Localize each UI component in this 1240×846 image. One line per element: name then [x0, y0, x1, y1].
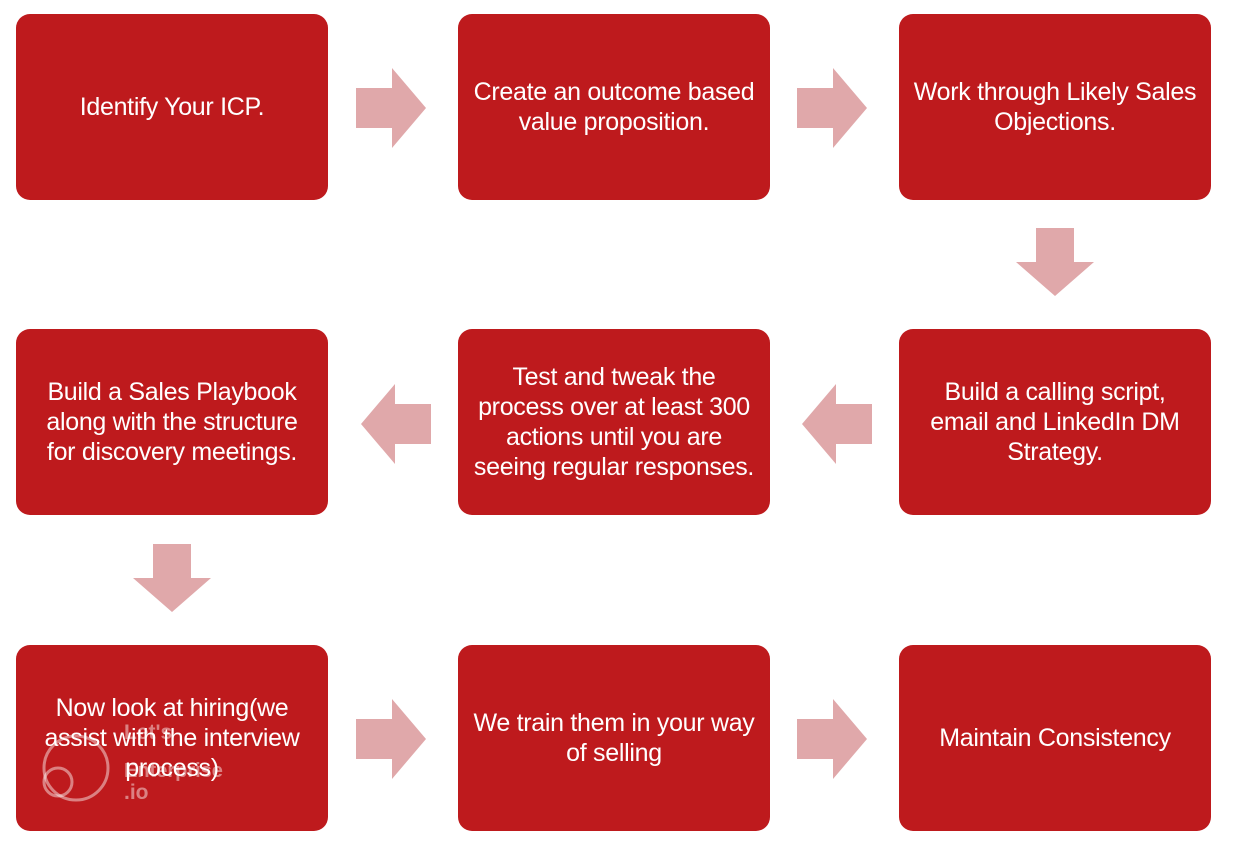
step-box-7: Now look at hiring(we assist with the in… [16, 645, 328, 831]
step-text-7: Now look at hiring(we assist with the in… [44, 694, 300, 782]
arrow-right-icon [797, 68, 867, 148]
step-text-9: Maintain Consistency [939, 724, 1171, 752]
step-text-5: Test and tweak the process over at least… [473, 363, 755, 481]
step-text-6: Build a Sales Playbook along with the st… [46, 378, 298, 466]
step-text-3: Work through Likely Sales Objections. [913, 78, 1197, 136]
arrow-down-icon [1016, 228, 1094, 296]
watermark-logo: Let's Enterprise .io [40, 722, 240, 808]
step-box-8: We train them in your way of selling [458, 645, 770, 831]
circle-logo-icon [42, 734, 110, 802]
step-text-1: Identify Your ICP. [79, 93, 265, 121]
step-box-4: Build a calling script, email and Linked… [899, 329, 1211, 515]
step-box-1: Identify Your ICP. [16, 14, 328, 200]
arrow-left-icon [802, 384, 872, 464]
step-box-6: Build a Sales Playbook along with the st… [16, 329, 328, 515]
arrow-right-icon [797, 699, 867, 779]
step-box-2: Create an outcome based value propositio… [458, 14, 770, 200]
watermark-line-1: Let's [124, 721, 173, 744]
step-text-2: Create an outcome based value propositio… [473, 78, 755, 136]
arrow-right-icon [356, 699, 426, 779]
step-text-8: We train them in your way of selling [473, 709, 755, 767]
step-box-9: Maintain Consistency [899, 645, 1211, 831]
arrow-right-icon [356, 68, 426, 148]
step-box-5: Test and tweak the process over at least… [458, 329, 770, 515]
step-box-3: Work through Likely Sales Objections. [899, 14, 1211, 200]
arrow-left-icon [361, 384, 431, 464]
watermark-line-2: Enterprise [124, 760, 223, 782]
watermark-line-3: .io [124, 781, 149, 804]
step-text-4: Build a calling script, email and Linked… [930, 378, 1180, 466]
arrow-down-icon [133, 544, 211, 612]
